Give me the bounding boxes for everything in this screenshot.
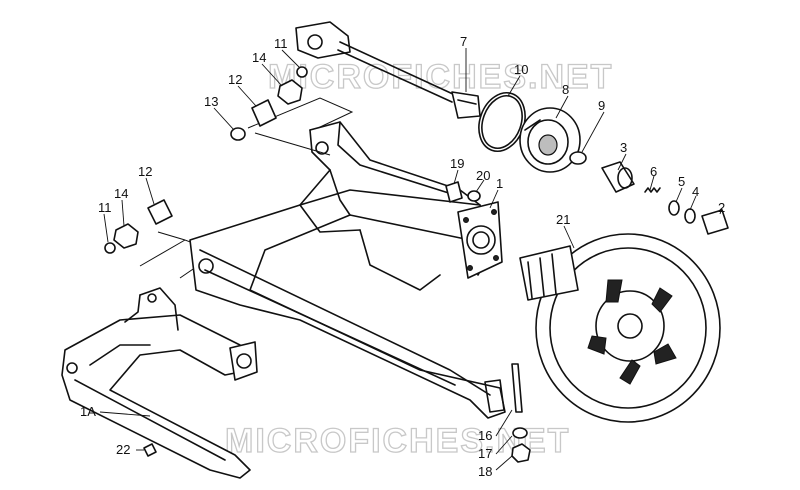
callout-1a: 1A [80,404,96,419]
callout-5: 5 [678,174,685,189]
leader-lines [99,48,723,471]
callout-16: 16 [478,428,492,443]
swing-arm-main [189,121,506,419]
callout-11-left: 11 [98,200,112,215]
callout-12-top: 12 [228,72,242,87]
callout-1: 1 [496,176,503,191]
callout-19: 19 [450,156,464,171]
callout-13: 13 [204,94,218,109]
callout-10: 10 [514,62,528,77]
callout-11-top: 11 [274,36,288,51]
callout-20: 20 [476,168,490,183]
drive-shaft [295,21,481,119]
watermark-top: MICROFICHES.NET [268,58,613,96]
callout-labels: 7 10 8 9 3 6 5 4 2 1 19 20 21 11 14 12 1… [80,34,725,479]
gear-hub [519,107,581,173]
callout-9: 9 [598,98,605,113]
callout-17: 17 [478,446,492,461]
callout-3: 3 [620,140,627,155]
callout-2: 2 [718,200,725,215]
small-hardware [104,66,729,463]
callout-7: 7 [460,34,467,49]
callout-8: 8 [562,82,569,97]
swing-arm-variant [61,287,258,479]
callout-14-left: 14 [114,186,128,201]
callout-21: 21 [556,212,570,227]
callout-22: 22 [116,442,130,457]
callout-12-left: 12 [138,164,152,179]
callout-4: 4 [692,184,699,199]
callout-14-top: 14 [252,50,266,65]
callout-18: 18 [478,464,492,479]
callout-6: 6 [650,164,657,179]
brake-disc [519,233,721,423]
